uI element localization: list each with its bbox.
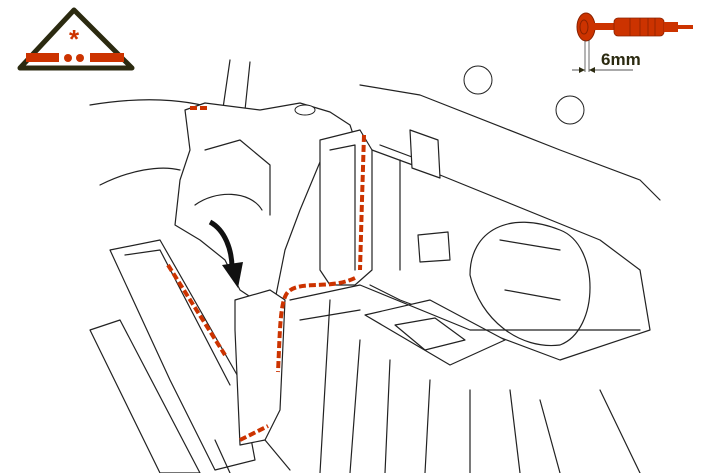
rotation-arrow-icon (208, 219, 243, 288)
svg-text:*: * (69, 24, 80, 54)
vehicle-body-panels (89, 59, 661, 473)
rivet-dimension-label: 6mm (601, 50, 641, 69)
weld-seams (166, 106, 366, 442)
warning-triangle-logo: * (17, 7, 135, 71)
rivet-icon (572, 12, 693, 73)
